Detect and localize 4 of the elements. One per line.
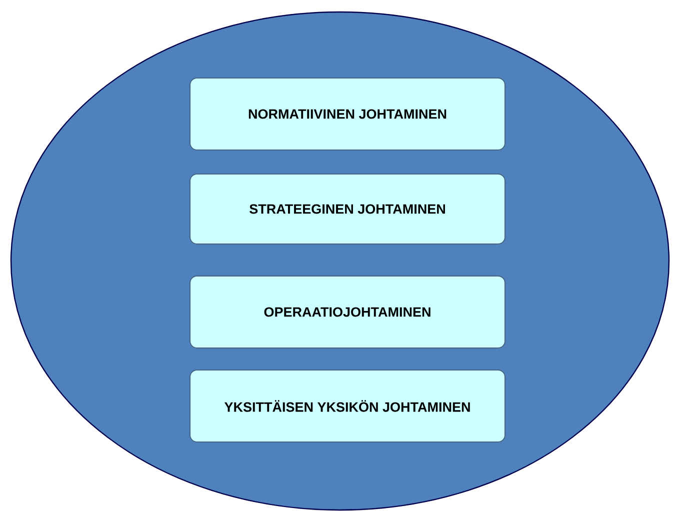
text-box: NORMATIIVINEN JOHTAMINEN — [190, 78, 506, 150]
text-box: OPERAATIOJOHTAMINEN — [190, 276, 506, 348]
text-box: YKSITTÄISEN YKSIKÖN JOHTAMINEN — [190, 370, 506, 442]
text-box: STRATEEGINEN JOHTAMINEN — [190, 174, 506, 244]
